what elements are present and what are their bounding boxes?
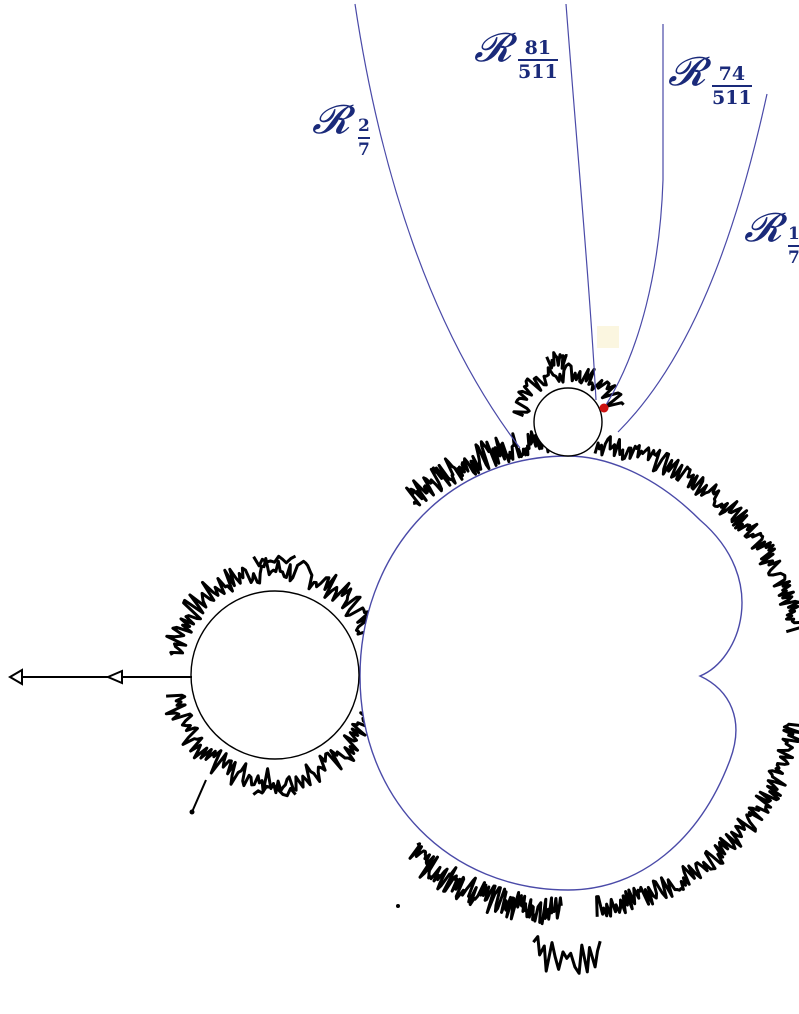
fractal-fringe — [408, 842, 563, 926]
fractal-fringe — [593, 435, 799, 634]
ray-label-81-511: 𝓡 81 511 — [474, 24, 564, 104]
ray-letter: 𝓡 — [744, 205, 782, 251]
fraction-denominator: 7 — [358, 140, 370, 160]
ray-angle-fraction: 81 511 — [518, 38, 558, 82]
fraction-denominator: 511 — [518, 61, 558, 83]
external-rays — [354, 3, 768, 449]
antenna-arrow — [105, 669, 123, 685]
period-2-bulb — [190, 590, 360, 760]
fraction-numerator: 74 — [718, 63, 746, 85]
ray-74-511 — [605, 24, 664, 406]
fraction-numerator: 1 — [788, 224, 799, 244]
fractal-fringe — [252, 554, 297, 568]
ray-1-7 — [617, 93, 768, 433]
stray-dot — [396, 904, 400, 908]
ray-letter: 𝓡 — [474, 25, 512, 71]
landing-point-marker — [599, 403, 609, 413]
ray-label-1-7: 𝓡 1 7 — [744, 204, 799, 284]
fractal-fringe — [512, 362, 625, 418]
ray-angle-fraction: 1 7 — [788, 224, 799, 268]
fractal-fringe — [405, 429, 563, 507]
period-3-bulb — [533, 387, 603, 457]
ray-angle-fraction: 2 7 — [358, 116, 370, 160]
ray-label-2-7: 𝓡 2 7 — [312, 96, 382, 176]
fractal-fringe — [532, 935, 602, 975]
fractal-fringe — [545, 351, 568, 370]
highlight-square — [597, 326, 619, 348]
ray-letter: 𝓡 — [668, 49, 706, 95]
ray-angle-fraction: 74 511 — [712, 64, 752, 108]
fraction-denominator: 511 — [712, 87, 752, 109]
antenna-tip — [8, 668, 23, 686]
fraction-numerator: 81 — [524, 37, 552, 59]
ray-label-74-511: 𝓡 74 511 — [668, 48, 758, 128]
fraction-numerator: 2 — [358, 116, 370, 136]
filament-dot — [189, 809, 195, 815]
fraction-denominator: 7 — [788, 248, 799, 268]
ray-2-7 — [354, 3, 521, 449]
fractal-fringe — [165, 557, 382, 656]
minor-filament — [191, 779, 207, 813]
main-cardioid — [359, 455, 743, 891]
fractal-fringe — [252, 784, 297, 798]
ray-letter: 𝓡 — [312, 97, 350, 143]
fractal-fringe — [164, 693, 376, 795]
ray-81-511 — [565, 3, 597, 401]
fractal-fringe — [595, 722, 799, 918]
fractal-boundary-decorations — [164, 351, 799, 975]
